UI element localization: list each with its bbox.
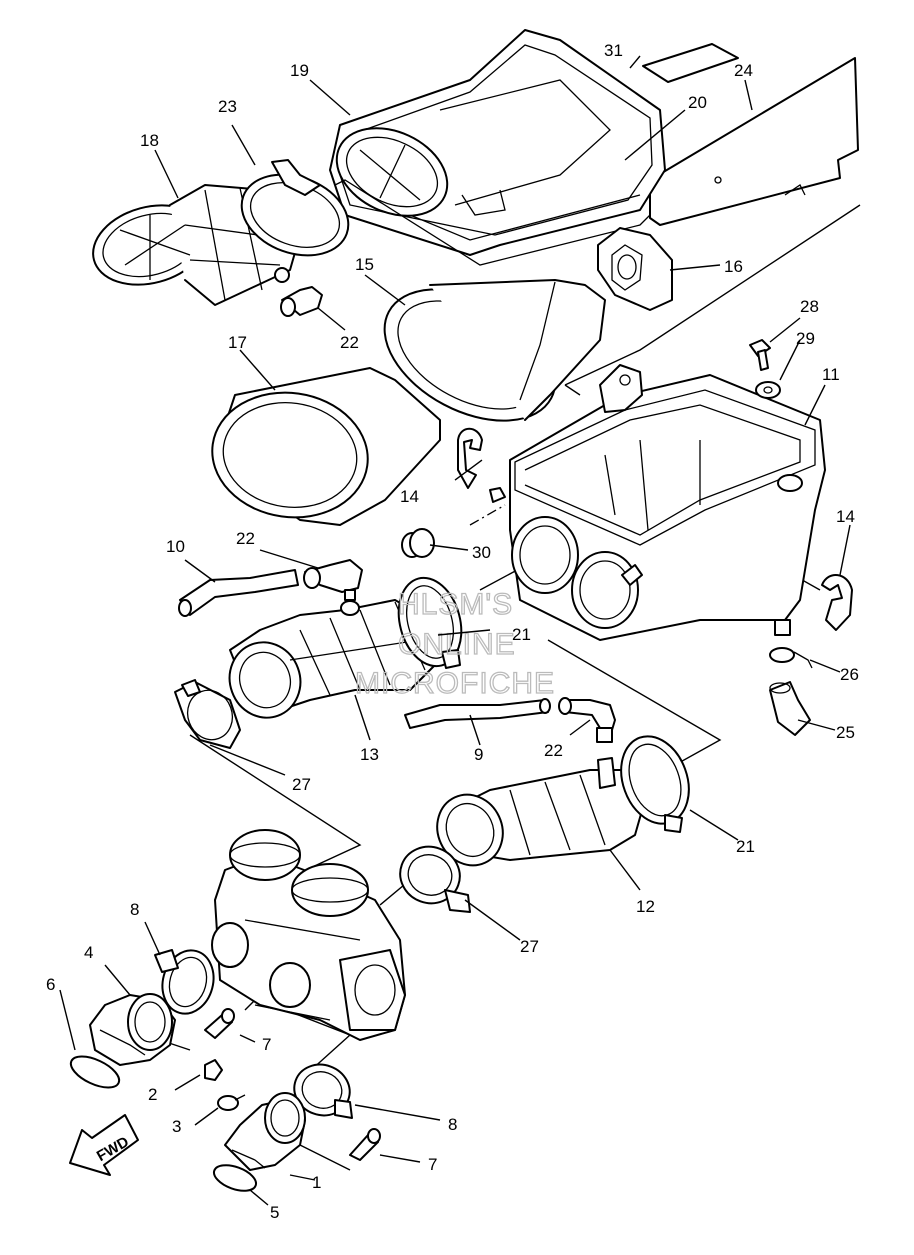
part-5-oring (212, 1164, 258, 1192)
carburetor-assembly (211, 829, 406, 1041)
callout-27b: 27 (520, 937, 539, 956)
part-21-clamp-lower (620, 735, 690, 833)
part-25-drain-cap (769, 681, 811, 736)
callout-7a: 7 (262, 1035, 271, 1054)
part-27-clamp-upper (174, 679, 241, 749)
callout-28: 28 (800, 297, 819, 316)
callout-25: 25 (836, 723, 855, 742)
callout-9: 9 (474, 745, 483, 764)
callout-14a: 14 (400, 487, 419, 506)
callout-8a: 8 (130, 900, 139, 919)
part-16-grommet-plate (597, 227, 673, 311)
part-4-intake-joint (89, 993, 176, 1066)
part-23-duct (240, 159, 350, 283)
fwd-arrow-icon: FWD (69, 1114, 139, 1176)
part-24-side-plate (649, 57, 859, 226)
part-15-filter-element (383, 279, 606, 422)
callout-26: 26 (840, 665, 859, 684)
callout-23: 23 (218, 97, 237, 116)
callout-7b: 7 (428, 1155, 437, 1174)
part-7-bolt-lower (349, 1128, 381, 1161)
callout-21b: 21 (736, 837, 755, 856)
callout-14b: 14 (836, 507, 855, 526)
callout-1: 1 (312, 1173, 321, 1192)
callout-10: 10 (166, 537, 185, 556)
part-21-clamp-upper (397, 576, 463, 669)
part-29-washer (755, 381, 781, 399)
callouts: 1 2 3 4 5 6 7 7 8 8 9 10 11 12 13 14 14 … (46, 41, 859, 1222)
callout-31: 31 (604, 41, 623, 60)
callout-11: 11 (822, 365, 840, 384)
callout-27a: 27 (292, 775, 311, 794)
callout-13: 13 (360, 745, 379, 764)
callout-24: 24 (734, 61, 753, 80)
part-8-clamp-lower (293, 1063, 353, 1119)
part-12-intake-boot (436, 757, 646, 867)
callout-30: 30 (472, 543, 491, 562)
part-10-hose (178, 569, 299, 617)
part-2-fitting (204, 1059, 223, 1081)
callout-29: 29 (796, 329, 815, 348)
part-26-clip (769, 647, 813, 669)
callout-22b: 22 (236, 529, 255, 548)
part-19-airbox-cover (329, 29, 666, 256)
callout-leaders (59, 55, 851, 1206)
callout-6: 6 (46, 975, 55, 994)
callout-15: 15 (355, 255, 374, 274)
part-30-grommet (401, 528, 435, 558)
part-22-elbow-lower (558, 697, 616, 743)
part-7-bolt-upper (204, 1008, 235, 1039)
part-8-clamp-upper (154, 949, 215, 1015)
part-11-airbox (489, 364, 826, 641)
watermark-line-1: HLSM'S (398, 588, 513, 621)
part-20-seal (334, 179, 651, 266)
callout-17: 17 (228, 333, 247, 352)
callout-22a: 22 (340, 333, 359, 352)
part-14-clip-right (821, 574, 853, 631)
callout-19: 19 (290, 61, 309, 80)
callout-8b: 8 (448, 1115, 457, 1134)
callout-5: 5 (270, 1203, 279, 1222)
callout-4: 4 (84, 943, 93, 962)
watermark: HLSM'S ONLINE MICROFICHE (354, 587, 555, 700)
watermark-line-3: MICROFICHE (355, 667, 555, 700)
callout-18: 18 (140, 131, 159, 150)
part-14-clip-left (457, 427, 483, 489)
part-17-foam-filter (211, 367, 441, 526)
callout-3: 3 (172, 1117, 181, 1136)
part-3-clip (217, 1094, 246, 1111)
part-31-label (642, 43, 739, 83)
part-22-elbow-top (280, 286, 323, 317)
part-27-clamp-lower (399, 845, 471, 913)
callout-12: 12 (636, 897, 655, 916)
part-9-hose (404, 698, 551, 729)
part-6-oring (69, 1055, 121, 1089)
callout-21a: 21 (512, 625, 531, 644)
part-13-intake-boot (228, 599, 441, 719)
callout-22c: 22 (544, 741, 563, 760)
part-28-bolt (749, 339, 771, 371)
part-22-elbow-middle (303, 559, 363, 601)
callout-20: 20 (688, 93, 707, 112)
callout-16: 16 (724, 257, 743, 276)
part-1-intake-joint (224, 1092, 306, 1171)
callout-2: 2 (148, 1085, 157, 1104)
